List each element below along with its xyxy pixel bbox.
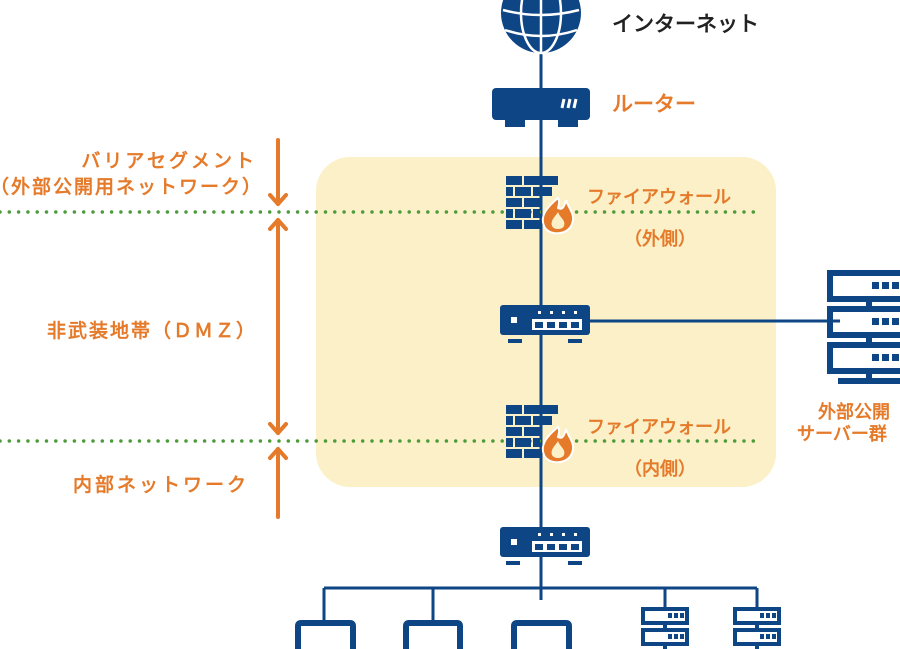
arrow-up-internal <box>268 447 288 519</box>
firewall-outer-label: ファイアウォール <box>587 187 731 208</box>
firewall-outer-sublabel: （外側） <box>624 229 696 250</box>
router-label: ルーター <box>612 92 696 116</box>
router-icon <box>492 88 590 127</box>
pc-icon-3 <box>511 620 572 649</box>
server-icon-1 <box>641 607 689 649</box>
internet-label: インターネット <box>612 12 759 36</box>
internal-switch-icon <box>500 527 590 565</box>
server-rack-icon <box>827 270 900 384</box>
barrier-zone-label-1: バリアセグメント <box>81 150 257 172</box>
public-server-label-2: サーバー群 <box>797 424 887 445</box>
public-server-label-1: 外部公開 <box>818 402 890 423</box>
arrow-up-dmz <box>268 218 288 312</box>
firewall-inner-sublabel: （内側） <box>624 459 696 480</box>
globe-icon <box>501 0 581 55</box>
firewall-inner-icon <box>506 405 575 464</box>
arrow-down-dmz <box>268 308 288 435</box>
dmz-switch-icon <box>500 305 590 343</box>
barrier-zone-label-2: （外部公開用ネットワーク） <box>0 176 263 198</box>
firewall-outer-icon <box>506 176 575 235</box>
server-icon-2 <box>733 607 781 649</box>
internal-tree-lines <box>322 586 759 625</box>
pc-icon-1 <box>295 620 356 649</box>
pc-icon-2 <box>403 620 463 649</box>
arrow-down-barrier <box>268 138 288 206</box>
dmz-zone-label: 非武装地帯（ＤＭＺ） <box>46 320 257 342</box>
firewall-inner-label: ファイアウォール <box>587 417 731 438</box>
internal-zone-label: 内部ネットワーク <box>72 474 249 496</box>
